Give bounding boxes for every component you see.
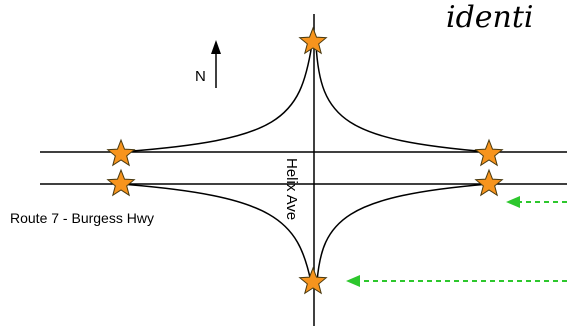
green-arrow-lower-head (346, 275, 360, 287)
ramp-northwest (119, 43, 313, 153)
star-icon-south (298, 266, 328, 295)
street-label: Helix Ave (283, 158, 300, 221)
star-icon-east-lower (474, 168, 504, 197)
route-label: Route 7 - Burgess Hwy (10, 210, 154, 226)
star-icon-west-lower (106, 168, 136, 197)
star-icon-east-upper (474, 138, 504, 167)
ramp-northeast (315, 43, 490, 153)
stars-group (106, 26, 504, 295)
ramp-southwest (119, 183, 312, 283)
ramp-southeast (316, 183, 490, 283)
north-label: N (195, 68, 206, 85)
north-arrow-icon (211, 40, 221, 54)
heading-text: identi (446, 0, 534, 35)
green-arrow-upper-head (506, 196, 520, 208)
star-icon-west-upper (106, 138, 136, 167)
star-icon-north (298, 26, 328, 55)
